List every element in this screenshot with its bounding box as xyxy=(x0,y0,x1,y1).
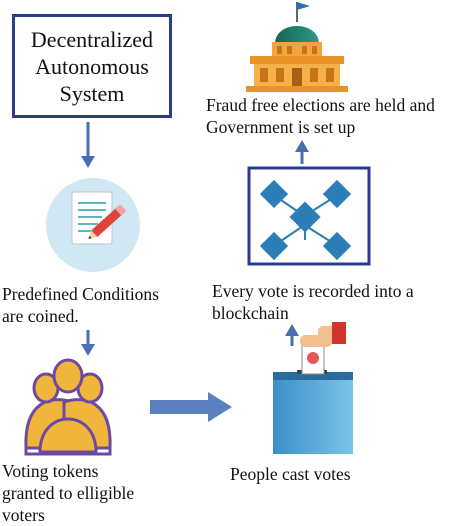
tokens-line-1: Voting tokens xyxy=(2,461,99,481)
cast-label: People cast votes xyxy=(230,463,351,485)
arrow-dao-to-conditions xyxy=(81,122,95,168)
blockchain-cubes-icon xyxy=(247,166,371,266)
arrow-tokens-to-cast xyxy=(150,392,232,422)
arrow-cast-to-record xyxy=(285,324,299,346)
dao-line-1: Decentralized xyxy=(30,26,154,52)
elections-line-1: Fraud free elections are held and xyxy=(206,95,435,115)
ballot-box-icon xyxy=(273,322,353,454)
document-pen-icon xyxy=(46,178,140,272)
dao-line-3: System xyxy=(59,80,125,106)
conditions-line-1: Predefined Conditions xyxy=(2,284,159,304)
conditions-line-2: are coined. xyxy=(2,306,79,326)
record-line-2: blockchain xyxy=(212,303,289,323)
tokens-line-2: granted to elligible xyxy=(2,483,135,503)
voters-group-icon xyxy=(24,358,112,456)
arrow-record-to-elections xyxy=(295,140,309,164)
cast-line-1: People cast votes xyxy=(230,464,351,484)
arrow-conditions-to-tokens xyxy=(81,330,95,356)
record-label: Every vote is recorded into a blockchain xyxy=(212,280,414,324)
elections-label: Fraud free elections are held and Govern… xyxy=(206,94,435,138)
conditions-label: Predefined Conditions are coined. xyxy=(2,283,159,327)
dao-line-2: Autonomous xyxy=(35,53,149,79)
tokens-line-3: voters xyxy=(2,505,45,525)
tokens-label: Voting tokens granted to elligible voter… xyxy=(2,460,134,526)
government-building-icon xyxy=(246,2,348,92)
dao-box: Decentralized Autonomous System xyxy=(12,14,172,118)
record-line-1: Every vote is recorded into a xyxy=(212,281,414,301)
elections-line-2: Government is set up xyxy=(206,117,356,137)
